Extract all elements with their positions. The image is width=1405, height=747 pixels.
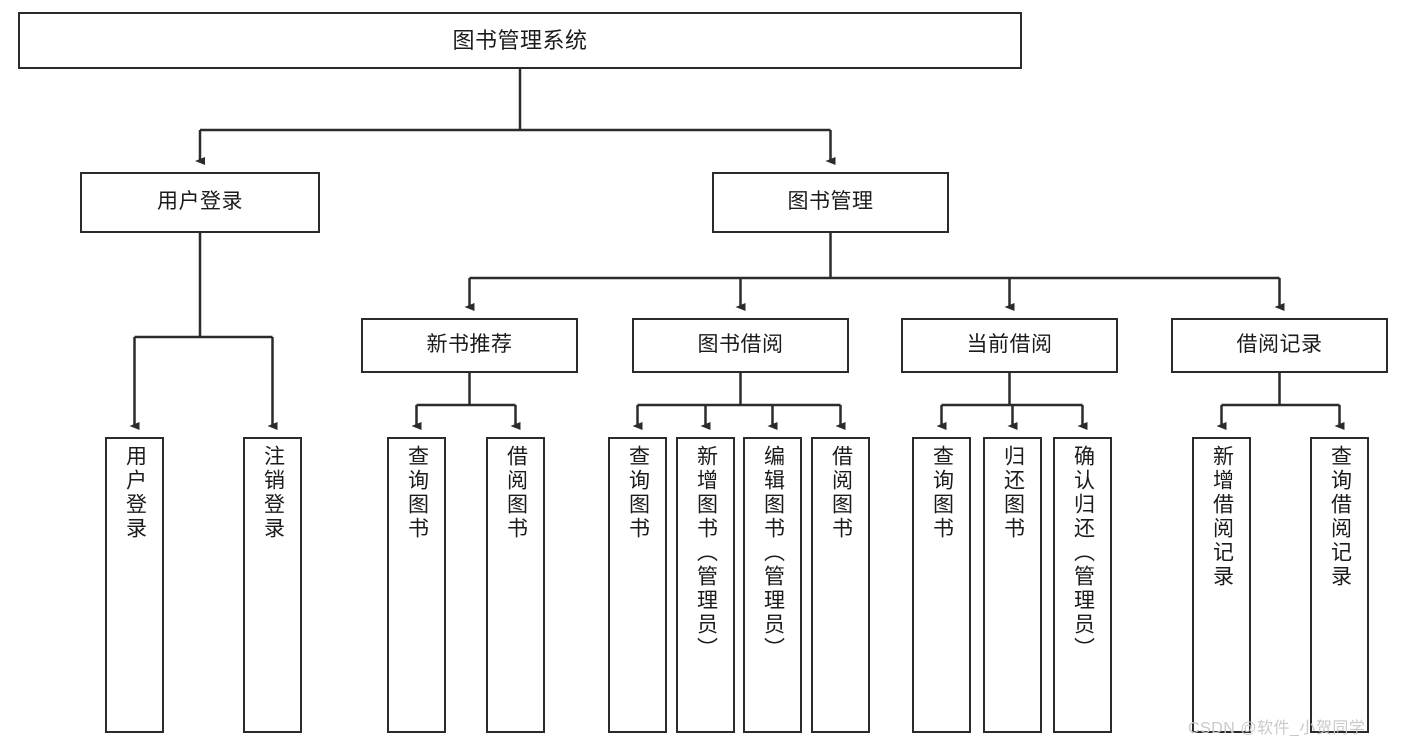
node-leaf_query_rec: 查询借阅记录 bbox=[1310, 437, 1369, 733]
node-label: 查询借阅记录 bbox=[1328, 445, 1352, 589]
node-label: 确认归还（管理员） bbox=[1071, 445, 1095, 661]
node-label: 新增图书（管理员） bbox=[694, 445, 718, 661]
node-root: 图书管理系统 bbox=[18, 12, 1022, 69]
node-label: 用户登录 bbox=[123, 445, 147, 541]
node-leaf_edit_book: 编辑图书（管理员） bbox=[743, 437, 802, 733]
node-label: 借阅图书 bbox=[504, 445, 528, 541]
node-leaf_return_book: 归还图书 bbox=[983, 437, 1042, 733]
node-label: 查询图书 bbox=[405, 445, 429, 541]
node-current_borrow: 当前借阅 bbox=[901, 318, 1118, 373]
node-book_borrow: 图书借阅 bbox=[632, 318, 849, 373]
node-leaf_query_2: 查询图书 bbox=[608, 437, 667, 733]
node-leaf_confirm_ret: 确认归还（管理员） bbox=[1053, 437, 1112, 733]
node-label: 借阅图书 bbox=[829, 445, 853, 541]
edge-bus-root bbox=[200, 69, 831, 132]
edge-bus-new_book_rec bbox=[416, 373, 516, 407]
edge-bus-current_borrow bbox=[941, 373, 1083, 407]
node-label: 当前借阅 bbox=[966, 333, 1053, 357]
node-borrow_record: 借阅记录 bbox=[1171, 318, 1388, 373]
node-leaf_query_3: 查询图书 bbox=[912, 437, 971, 733]
node-label: 新书推荐 bbox=[426, 333, 513, 357]
node-leaf_add_record: 新增借阅记录 bbox=[1192, 437, 1251, 733]
node-label: 用户登录 bbox=[157, 190, 243, 214]
node-label: 图书管理 bbox=[787, 190, 874, 214]
node-leaf_user_login: 用户登录 bbox=[105, 437, 164, 733]
node-user_login: 用户登录 bbox=[80, 172, 320, 233]
edge-bus-user_login bbox=[134, 233, 273, 339]
node-label: 借阅记录 bbox=[1236, 333, 1323, 357]
node-leaf_borrow_1: 借阅图书 bbox=[486, 437, 545, 733]
node-label: 查询图书 bbox=[626, 445, 650, 541]
node-leaf_logout: 注销登录 bbox=[243, 437, 302, 733]
edge-bus-book_borrow bbox=[637, 373, 841, 407]
node-leaf_borrow_2: 借阅图书 bbox=[811, 437, 870, 733]
node-label: 查询图书 bbox=[930, 445, 954, 541]
node-label: 注销登录 bbox=[261, 445, 285, 541]
node-label: 编辑图书（管理员） bbox=[761, 445, 785, 661]
node-leaf_add_book: 新增图书（管理员） bbox=[676, 437, 735, 733]
node-leaf_query_1: 查询图书 bbox=[387, 437, 446, 733]
edge-bus-book_manage bbox=[469, 233, 1280, 280]
node-label: 图书借阅 bbox=[697, 333, 784, 357]
node-new_book_rec: 新书推荐 bbox=[361, 318, 578, 373]
node-label: 图书管理系统 bbox=[452, 27, 588, 53]
node-label: 归还图书 bbox=[1001, 445, 1025, 541]
node-label: 新增借阅记录 bbox=[1210, 445, 1234, 589]
node-book_manage: 图书管理 bbox=[712, 172, 949, 233]
edge-bus-borrow_record bbox=[1221, 373, 1340, 407]
